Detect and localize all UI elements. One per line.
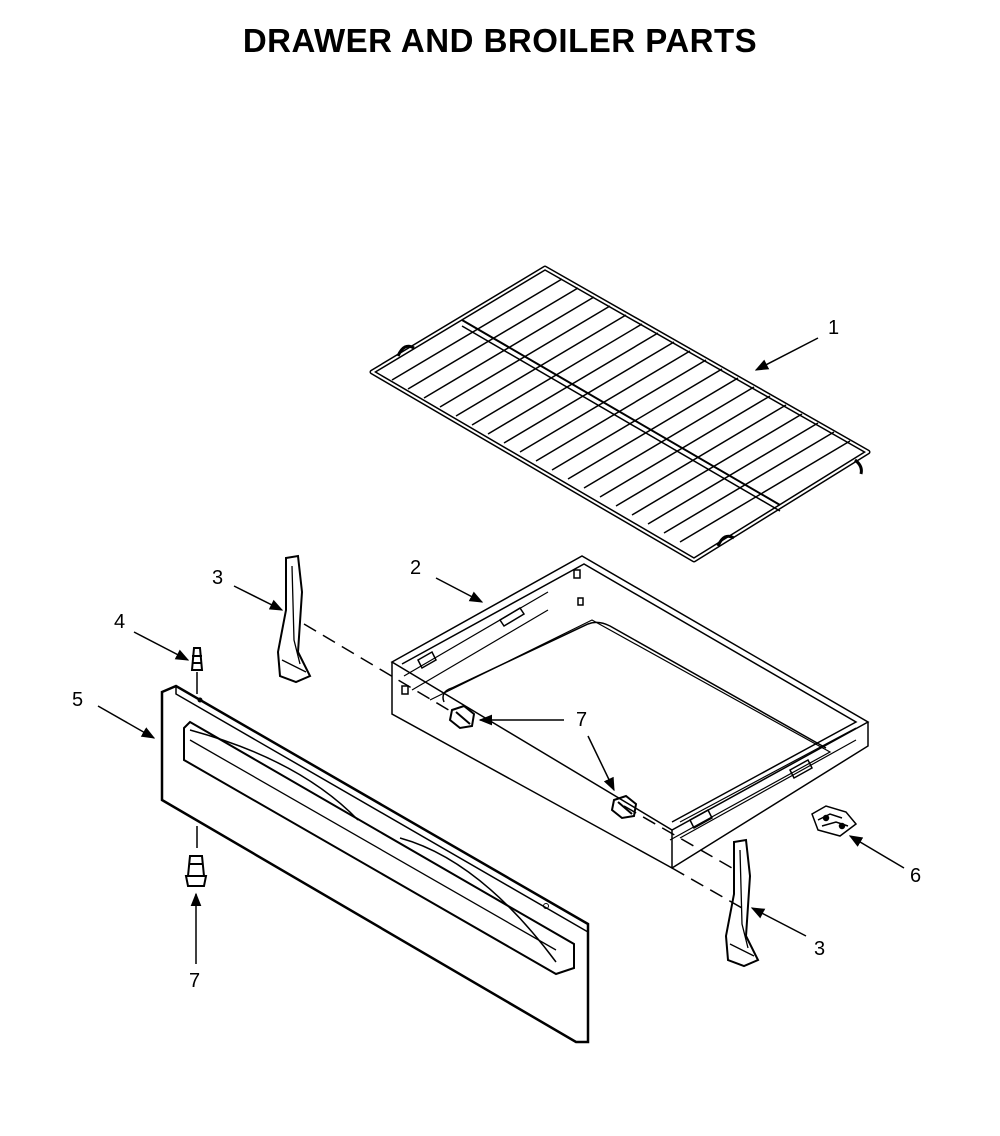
callout-7-drawer: 7	[576, 709, 587, 731]
drawer-clip	[811, 805, 858, 837]
drawer-body	[390, 555, 870, 870]
callout-arrows	[97, 337, 905, 964]
broiler-rack	[369, 265, 871, 563]
page-title: DRAWER AND BROILER PARTS	[242, 22, 758, 59]
callout-5: 5	[72, 689, 83, 711]
screw-drawer-right	[610, 794, 638, 820]
drawer-glide-right	[724, 838, 760, 968]
callout-2: 2	[410, 557, 421, 579]
assembly-lines	[303, 623, 743, 909]
drawer-panel	[160, 684, 590, 1044]
callout-4: 4	[114, 611, 125, 633]
callout-1: 1	[828, 317, 839, 339]
screw-drawer-left	[448, 704, 476, 730]
stud-screw	[190, 647, 204, 694]
callout-6: 6	[910, 865, 921, 887]
callout-3-left: 3	[212, 567, 223, 589]
callout-3-right: 3	[814, 938, 825, 960]
drawer-glide-left	[276, 554, 312, 684]
screw-panel-bottom	[184, 855, 208, 887]
callout-7-panel: 7	[189, 970, 200, 992]
